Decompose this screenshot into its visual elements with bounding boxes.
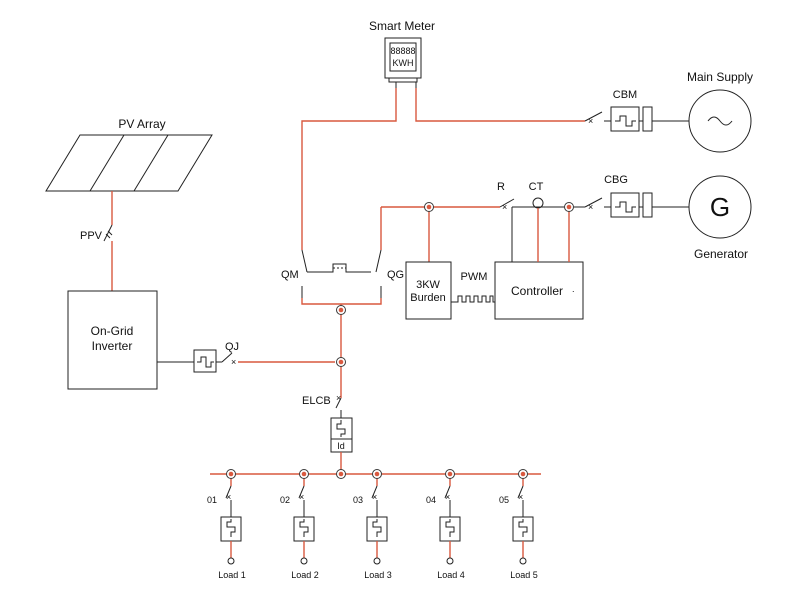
r-label: R	[497, 181, 505, 193]
load-label: Load 3	[364, 570, 392, 580]
cbm-breaker: CBM ×	[584, 89, 689, 132]
qg-label: QG	[387, 269, 404, 281]
transfer-switch: QM QG	[281, 207, 404, 398]
junction-node	[336, 469, 346, 479]
svg-text:×: ×	[518, 492, 523, 502]
cbg-breaker: CBG ×	[584, 174, 689, 218]
ac-wave-icon	[707, 116, 733, 126]
svg-text:.: .	[572, 284, 575, 294]
junction-node	[518, 469, 528, 479]
qj-breaker: QJ ×	[157, 341, 335, 373]
elcb: ELCB × Id	[302, 393, 353, 474]
junction-node	[299, 469, 309, 479]
load-breaker-label: 05	[499, 495, 509, 505]
generator-bus	[381, 206, 500, 262]
pwm-wave-icon	[455, 295, 496, 303]
ppv-label: PPV	[80, 230, 103, 242]
burden-label-1: 3KW	[416, 279, 440, 291]
ppv-switch: PPV	[80, 191, 113, 291]
elcb-label: ELCB	[302, 395, 331, 407]
pwm-signal: PWM	[451, 271, 496, 303]
junction-node	[424, 202, 434, 212]
load-label: Load 5	[510, 570, 538, 580]
svg-text:×: ×	[588, 202, 593, 212]
load-breaker-label: 03	[353, 495, 363, 505]
cbm-label: CBM	[613, 89, 637, 101]
svg-text:×: ×	[299, 492, 304, 502]
svg-text:×: ×	[588, 116, 593, 126]
elcb-id-label: Id	[337, 441, 345, 451]
svg-text:×: ×	[336, 393, 341, 403]
qj-label: QJ	[225, 341, 239, 353]
svg-text:×: ×	[226, 492, 231, 502]
generator-symbol: G	[710, 192, 730, 222]
svg-text:×: ×	[502, 202, 507, 212]
qm-label: QM	[281, 269, 299, 281]
junction-node	[336, 357, 346, 367]
junction-node	[564, 202, 574, 212]
on-grid-inverter: On-Grid Inverter	[67, 290, 158, 390]
meter-wiring	[301, 82, 585, 250]
meter-digits: 88888	[390, 46, 415, 56]
svg-text:×: ×	[445, 492, 450, 502]
junction-node	[445, 469, 455, 479]
load-label: Load 1	[218, 570, 246, 580]
inverter-label-2: Inverter	[92, 339, 133, 353]
burden-label-2: Burden	[410, 292, 445, 304]
smart-meter-label: Smart Meter	[369, 19, 435, 33]
main-supply-label: Main Supply	[687, 70, 753, 84]
main-supply: Main Supply	[687, 70, 753, 153]
meter-unit: KWH	[393, 58, 414, 68]
svg-text:×: ×	[372, 492, 377, 502]
generator-label: Generator	[694, 247, 748, 261]
load-label: Load 4	[437, 570, 465, 580]
load-label: Load 2	[291, 570, 319, 580]
r-ct-section: R CT ×	[497, 181, 585, 262]
load-breaker-label: 04	[426, 495, 436, 505]
load-breaker-label: 02	[280, 495, 290, 505]
smart-meter: Smart Meter 88888 KWH	[369, 19, 435, 83]
controller-box: Controller .	[494, 261, 584, 320]
junction-nodes	[226, 202, 574, 479]
junction-node	[226, 469, 236, 479]
burden-box: 3KW Burden	[405, 261, 452, 320]
pv-array: PV Array	[45, 117, 213, 192]
load-breaker-label: 01	[207, 495, 217, 505]
junction-node	[336, 305, 346, 315]
cbg-label: CBG	[604, 174, 628, 186]
inverter-label-1: On-Grid	[91, 324, 134, 338]
controller-label: Controller	[511, 284, 563, 298]
ct-label: CT	[529, 181, 544, 193]
generator: G Generator	[688, 175, 752, 261]
pwm-label: PWM	[461, 271, 488, 283]
pv-array-label: PV Array	[118, 117, 165, 131]
junction-node	[372, 469, 382, 479]
svg-text:×: ×	[231, 357, 236, 367]
